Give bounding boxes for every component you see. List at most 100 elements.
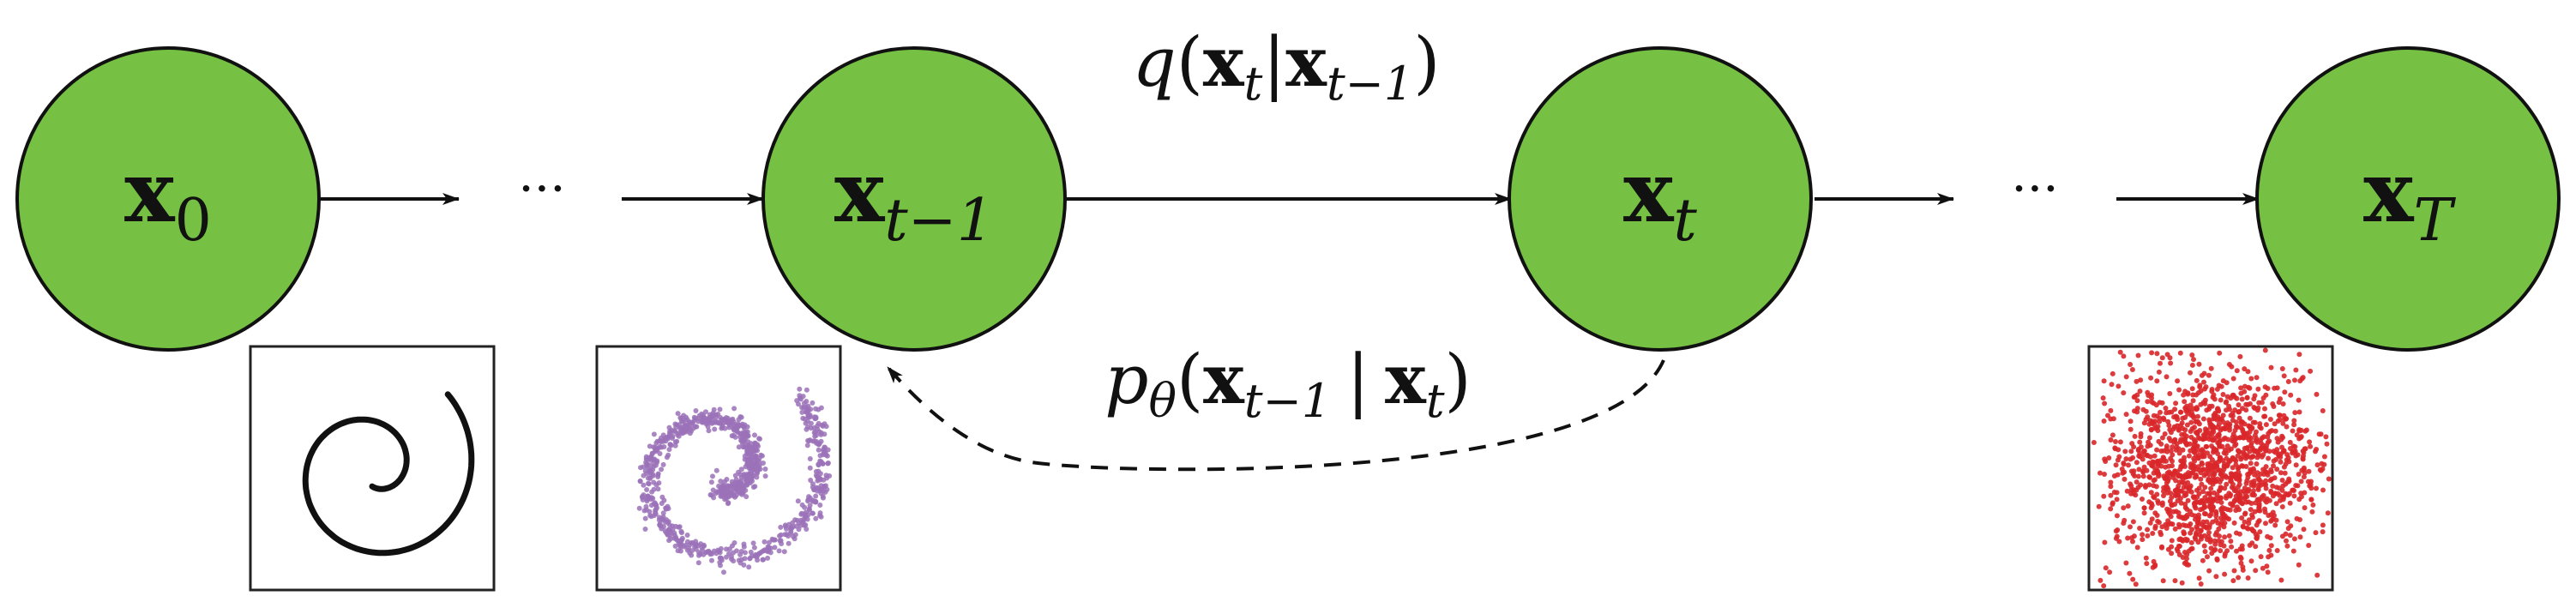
noise-dot bbox=[2252, 419, 2258, 425]
noisy-spiral-dot bbox=[824, 475, 830, 481]
noisy-spiral-dot bbox=[713, 419, 719, 425]
noise-dot bbox=[2279, 366, 2285, 371]
noise-dot bbox=[2149, 503, 2155, 509]
noise-dot bbox=[2206, 525, 2212, 531]
noise-dot bbox=[2199, 460, 2205, 466]
noise-dot bbox=[2165, 418, 2171, 424]
noisy-spiral-dot bbox=[803, 426, 810, 432]
noisy-spiral-dot bbox=[677, 548, 683, 554]
noise-dot bbox=[2193, 438, 2199, 444]
noise-dot bbox=[2287, 533, 2293, 539]
noise-dot bbox=[2132, 408, 2137, 414]
noise-dot bbox=[2198, 581, 2204, 587]
noisy-spiral-dot bbox=[684, 533, 690, 538]
noisy-spiral-dot bbox=[818, 430, 824, 436]
noise-dot bbox=[2201, 435, 2207, 441]
noise-dot bbox=[2158, 529, 2164, 535]
noise-dot bbox=[2134, 479, 2140, 485]
noise-dot bbox=[2248, 501, 2254, 506]
noise-dot bbox=[2216, 407, 2221, 413]
noise-dot bbox=[2247, 415, 2253, 421]
noise-dot bbox=[2169, 538, 2175, 544]
noisy-spiral-dot bbox=[648, 462, 654, 468]
noise-dot bbox=[2159, 544, 2164, 550]
noise-dot bbox=[2254, 455, 2260, 461]
noise-dot bbox=[2152, 453, 2158, 459]
noise-dot bbox=[2108, 484, 2114, 490]
noisy-spiral-dot bbox=[820, 423, 826, 429]
noise-dot bbox=[2260, 395, 2266, 401]
noise-dot bbox=[2285, 379, 2291, 384]
noise-dot bbox=[2216, 432, 2222, 437]
noisy-spiral-dot bbox=[797, 386, 803, 392]
noise-dot bbox=[2156, 473, 2162, 479]
noisy-spiral-dot bbox=[818, 514, 824, 520]
noise-dot bbox=[2165, 518, 2171, 524]
noise-dot bbox=[2318, 467, 2324, 473]
node-label-xt: xt bbox=[1623, 143, 1697, 255]
noisy-spiral-dot bbox=[655, 471, 661, 477]
noise-dot bbox=[2224, 515, 2230, 521]
noisy-spiral-dot bbox=[663, 435, 669, 441]
noise-dot bbox=[2259, 400, 2265, 406]
noise-dot bbox=[2136, 467, 2142, 473]
noise-dot bbox=[2170, 444, 2176, 450]
noise-dot bbox=[2297, 435, 2303, 441]
noise-dot bbox=[2179, 431, 2185, 437]
noisy-spiral-dot bbox=[760, 557, 766, 563]
noise-dot bbox=[2224, 481, 2230, 487]
noise-dot bbox=[2120, 470, 2126, 476]
noisy-spiral-dot bbox=[740, 439, 746, 445]
noisy-spiral-dot bbox=[713, 467, 719, 473]
noise-dot bbox=[2280, 420, 2286, 426]
noise-dot bbox=[2218, 548, 2224, 554]
noise-dot bbox=[2260, 467, 2266, 473]
noisy-spiral-dot bbox=[810, 510, 816, 516]
noise-dot bbox=[2190, 398, 2196, 404]
noise-dot bbox=[2285, 526, 2291, 532]
noisy-spiral-dot bbox=[672, 439, 678, 445]
noise-dot bbox=[2146, 474, 2152, 480]
noisy-spiral-dot bbox=[668, 430, 674, 436]
noise-dot bbox=[2267, 417, 2273, 422]
noisy-spiral-dot bbox=[797, 393, 803, 399]
noisy-spiral-dot bbox=[817, 503, 823, 508]
noise-dot bbox=[2228, 501, 2234, 507]
noise-dot bbox=[2201, 473, 2207, 479]
noise-dot bbox=[2123, 374, 2129, 380]
noise-dot bbox=[2262, 347, 2268, 353]
noise-dot bbox=[2326, 476, 2332, 482]
noise-dot bbox=[2216, 421, 2222, 427]
noisy-spiral-dot bbox=[815, 423, 821, 429]
noise-dot bbox=[2207, 491, 2212, 497]
noisy-spiral-dot bbox=[753, 453, 759, 459]
noise-dot bbox=[2220, 511, 2226, 517]
noise-dot bbox=[2141, 510, 2147, 516]
noise-dot bbox=[2209, 387, 2215, 392]
noise-dot bbox=[2248, 558, 2254, 564]
noise-dot bbox=[2234, 419, 2239, 425]
noisy-spiral-dot bbox=[706, 428, 712, 434]
noise-points bbox=[2091, 347, 2332, 589]
noisy-spiral-dot bbox=[772, 545, 778, 551]
noise-dot bbox=[2169, 551, 2175, 557]
noise-dot bbox=[2292, 377, 2297, 383]
noise-dot bbox=[2156, 520, 2162, 526]
noisy-spiral-dot bbox=[647, 513, 653, 519]
noisy-spiral-dot bbox=[718, 555, 724, 561]
noise-dot bbox=[2140, 497, 2145, 502]
noise-dot bbox=[2185, 497, 2191, 503]
noise-dot bbox=[2272, 421, 2278, 427]
noise-dot bbox=[2164, 352, 2170, 358]
noise-dot bbox=[2307, 439, 2313, 445]
noisy-spiral-dot bbox=[803, 387, 810, 393]
noise-dot bbox=[2117, 439, 2123, 445]
noise-dot bbox=[2257, 424, 2263, 430]
noise-dot bbox=[2220, 412, 2226, 418]
noise-dot bbox=[2178, 409, 2183, 415]
noisy-spiral-dot bbox=[799, 510, 804, 516]
noise-dot bbox=[2284, 519, 2290, 525]
noise-dot bbox=[2196, 575, 2202, 581]
noisy-spiral-dot bbox=[731, 540, 737, 545]
noisy-spiral-dot bbox=[684, 424, 690, 430]
